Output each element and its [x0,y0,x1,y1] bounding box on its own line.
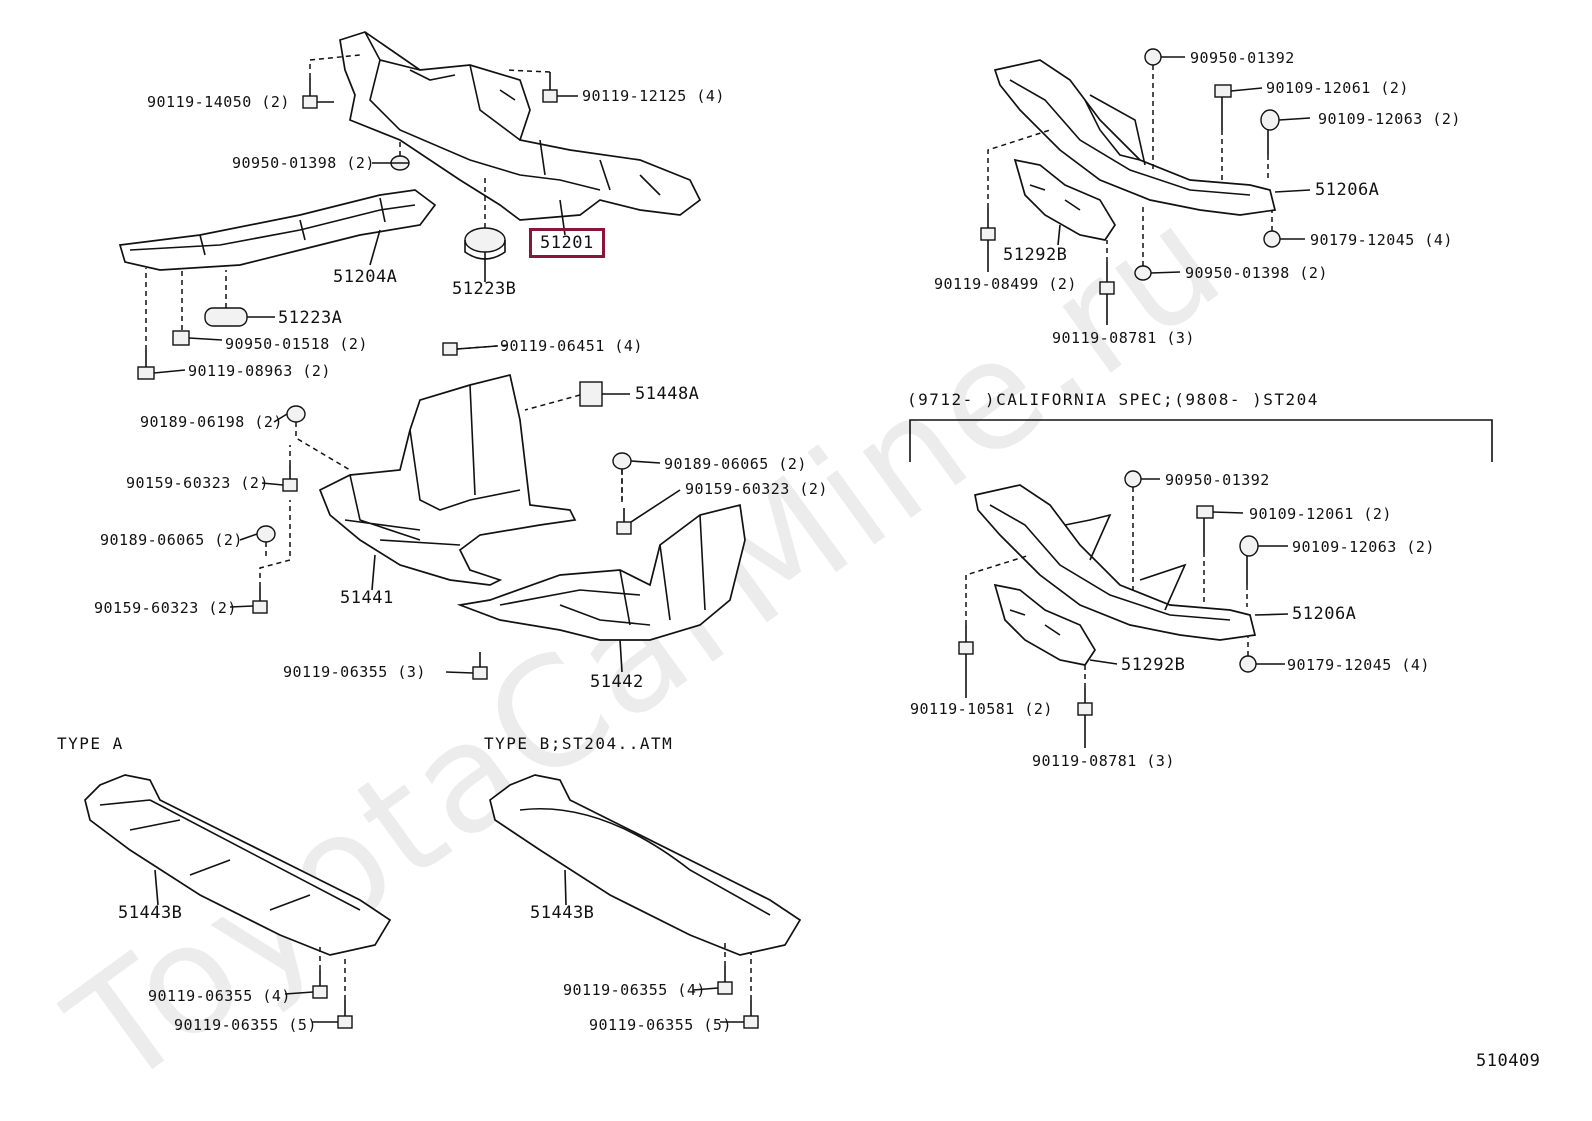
label-90119-08781-b: 90119-08781 (3) [1032,752,1175,770]
label-51223b: 51223B [452,279,517,299]
label-90159-60323-b: 90159-60323 (2) [685,480,828,498]
bolts-california-drawing [958,470,1259,716]
label-90109-12061-a: 90109-12061 (2) [1266,79,1409,97]
label-51442: 51442 [590,672,644,692]
label-90119-06355-c: 90119-06355 (5) [174,1016,317,1034]
bracket-51292b-drawing [1013,158,1117,241]
label-90119-08963: 90119-08963 (2) [188,362,331,380]
label-51441: 51441 [340,588,394,608]
label-90159-60323-a: 90159-60323 (2) [126,474,269,492]
label-90119-08499: 90119-08499 (2) [934,275,1077,293]
label-90109-12061-b: 90109-12061 (2) [1249,505,1392,523]
label-90119-12125: 90119-12125 (4) [582,87,725,105]
label-90119-06355-d: 90119-06355 (4) [563,981,706,999]
label-90189-06065-a: 90189-06065 (2) [664,455,807,473]
diagram-code: 510409 [1476,1051,1541,1071]
rubber-51223b-drawing [464,227,506,253]
label-90109-12063-a: 90109-12063 (2) [1318,110,1461,128]
label-51443b-a: 51443B [118,903,183,923]
label-51201-highlight[interactable]: 51201 [529,228,605,258]
bolts-right-drawing [980,48,1281,295]
label-90189-06198: 90189-06198 (2) [140,413,283,431]
label-90119-06355-e: 90119-06355 (5) [589,1016,732,1034]
undercover-51441-drawing [318,373,577,586]
crossmember-51206a-drawing [993,59,1277,216]
label-90950-01398-b: 90950-01398 (2) [1185,264,1328,282]
label-90179-12045-b: 90179-12045 (4) [1287,656,1430,674]
crossmember-51206a-california-drawing [974,484,1257,641]
undercover-51442-drawing [456,503,746,641]
crossmember-51201-drawing [339,31,702,221]
label-90119-06355-a: 90119-06355 (3) [283,663,426,681]
label-90950-01518: 90950-01518 (2) [225,335,368,353]
section-type-a: TYPE A [57,734,124,753]
label-90119-06355-b: 90119-06355 (4) [148,987,291,1005]
label-51206a-a: 51206A [1315,180,1380,200]
label-51204a: 51204A [333,267,398,287]
label-90950-01392-a: 90950-01392 [1190,49,1295,67]
leaders-california [965,478,1289,748]
label-90950-01392-b: 90950-01392 [1165,471,1270,489]
label-51223a: 51223A [278,308,343,328]
label-90109-12063-b: 90109-12063 (2) [1292,538,1435,556]
rubber-51223a-drawing [204,307,248,327]
label-90179-12045-a: 90179-12045 (4) [1310,231,1453,249]
label-90119-10581: 90119-10581 (2) [910,700,1053,718]
bracket-51292b-california-drawing [993,583,1097,666]
label-51292b-b: 51292B [1121,655,1186,675]
section-type-b: TYPE B;ST204..ATM [484,734,674,753]
label-51443b-b: 51443B [530,903,595,923]
label-51206a-b: 51206A [1292,604,1357,624]
california-spec-bracket [909,419,1493,462]
label-90119-14050: 90119-14050 (2) [147,93,290,111]
label-90189-06065-b: 90189-06065 (2) [100,531,243,549]
type-b-cover-drawing [489,774,802,956]
label-51292b-a: 51292B [1003,245,1068,265]
label-90119-08781-a: 90119-08781 (3) [1052,329,1195,347]
label-51448a: 51448A [635,384,700,404]
type-a-cover-drawing [84,774,392,956]
label-90950-01398: 90950-01398 (2) [232,154,375,172]
section-california-spec: (9712- )CALIFORNIA SPEC;(9808- )ST204 [907,390,1319,409]
bolts-type-ab-drawing [154,869,759,1029]
leaders-right-top [987,56,1311,325]
label-90119-06451: 90119-06451 (4) [500,337,643,355]
leaders-left [145,54,681,674]
bar-51204a-drawing [118,189,437,271]
label-90159-60323-c: 90159-60323 (2) [94,599,237,617]
